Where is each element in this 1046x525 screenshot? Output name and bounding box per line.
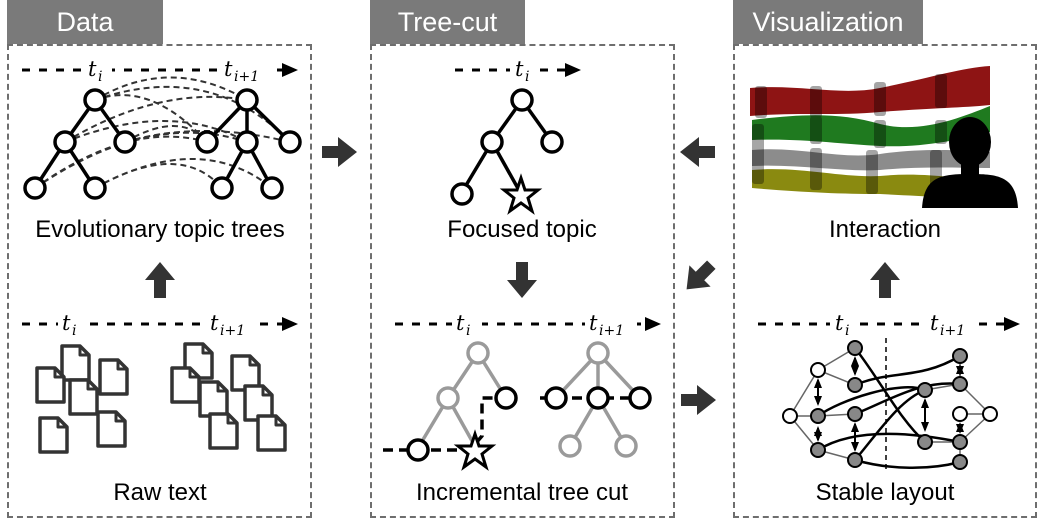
evolutionary-topic-trees bbox=[23, 76, 302, 200]
cut-star-icon bbox=[453, 429, 497, 471]
up-arrow-icon bbox=[870, 262, 900, 298]
document-icon bbox=[198, 380, 229, 418]
raw-text-documents bbox=[35, 342, 287, 454]
time-label-i-plus-1: i+1 bbox=[940, 323, 965, 339]
caption-stable-layout: Stable layout bbox=[816, 479, 955, 506]
time-label-t: t bbox=[835, 311, 844, 335]
topic-streams bbox=[750, 66, 1018, 208]
tab-data: Data bbox=[7, 0, 163, 44]
caption-interaction: Interaction bbox=[829, 216, 941, 243]
focused-topic-tree bbox=[450, 88, 564, 215]
time-label-t: t bbox=[62, 311, 71, 335]
document-icon bbox=[170, 366, 201, 404]
document-icon bbox=[256, 414, 287, 452]
tab-tree-cut: Tree-cut bbox=[370, 0, 525, 44]
time-label-t: t bbox=[456, 311, 465, 335]
tree-cut-panel bbox=[370, 44, 675, 518]
time-label-t: t bbox=[224, 57, 233, 81]
document-icon bbox=[68, 378, 99, 416]
time-label-t: t bbox=[210, 311, 219, 335]
data-panel bbox=[7, 44, 312, 518]
document-icon bbox=[35, 366, 66, 404]
caption-incremental-tree-cut: Incremental tree cut bbox=[416, 479, 628, 506]
caption-evolutionary-topic-trees: Evolutionary topic trees bbox=[35, 216, 284, 243]
time-label-i-plus-1: i+1 bbox=[234, 69, 259, 85]
data-time-axis-top: t i t i+1 bbox=[22, 52, 298, 85]
treecut-time-axis-bottom: t i t i+1 bbox=[395, 306, 661, 339]
up-arrow-icon bbox=[145, 262, 175, 298]
time-label-i: i bbox=[98, 69, 102, 85]
down-arrow-icon bbox=[507, 262, 537, 298]
time-label-t: t bbox=[930, 311, 939, 335]
incremental-tree-cut bbox=[383, 341, 652, 471]
tab-visualization: Visualization bbox=[733, 0, 923, 44]
time-label-t: t bbox=[88, 57, 97, 81]
document-icon bbox=[96, 410, 127, 448]
time-label-i: i bbox=[525, 69, 529, 85]
time-label-t: t bbox=[515, 57, 524, 81]
left-arrow-icon bbox=[680, 137, 715, 167]
visualization-panel bbox=[733, 44, 1037, 518]
data-time-axis-bottom: t i t i+1 bbox=[22, 306, 298, 339]
right-arrow-icon bbox=[322, 137, 357, 167]
time-label-t: t bbox=[589, 311, 598, 335]
document-icon bbox=[60, 344, 91, 382]
time-label-i-plus-1: i+1 bbox=[220, 323, 245, 339]
time-label-i: i bbox=[845, 323, 849, 339]
document-icon bbox=[98, 358, 129, 396]
time-label-i-plus-1: i+1 bbox=[599, 323, 624, 339]
document-icon bbox=[208, 412, 239, 450]
caption-raw-text: Raw text bbox=[113, 479, 207, 506]
stable-layout-graph bbox=[782, 338, 998, 470]
viz-time-axis: t i t i+1 bbox=[758, 306, 1020, 339]
document-icon bbox=[38, 416, 69, 454]
time-label-i: i bbox=[72, 323, 76, 339]
time-label-i: i bbox=[466, 323, 470, 339]
right-arrow-icon bbox=[681, 385, 716, 415]
down-left-arrow-icon bbox=[686, 260, 716, 290]
focused-star-icon bbox=[499, 173, 543, 215]
caption-focused-topic: Focused topic bbox=[447, 216, 596, 243]
treecut-time-axis-top: t i bbox=[455, 52, 581, 85]
